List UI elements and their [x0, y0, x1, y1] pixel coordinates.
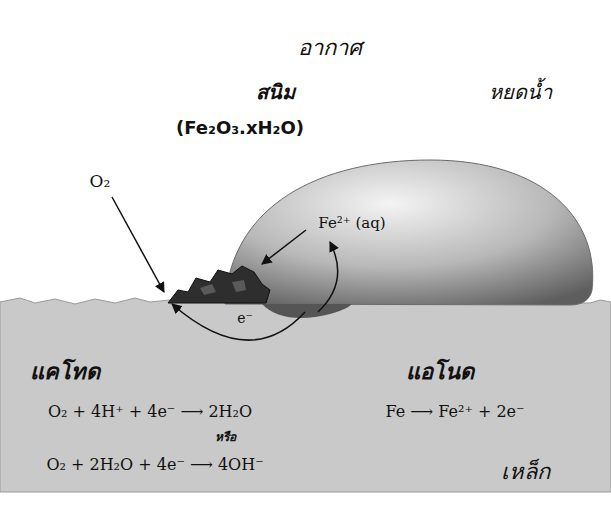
- ion-arrow: [318, 242, 338, 312]
- rust-pile: [168, 266, 270, 303]
- electrode-label: แอโนด: [406, 359, 474, 384]
- species-label: O₂: [90, 172, 111, 192]
- part-label: สนิม: [256, 81, 295, 104]
- water-droplet: [225, 160, 593, 305]
- material-label: เหล็ก: [501, 459, 550, 484]
- rust-grain: [200, 280, 246, 295]
- electrode-label: แคโทด: [30, 359, 100, 384]
- oxygen-arrow: [112, 197, 164, 292]
- species-label: e⁻: [237, 310, 253, 326]
- region-label: อากาศ: [298, 35, 362, 60]
- equation-label: O₂ + 4H⁺ + 4e⁻ ⟶ 2H₂O: [48, 403, 252, 421]
- electron-arrow: [172, 304, 305, 340]
- iron-block: [0, 298, 611, 492]
- ion-to-rust-arrow: [262, 230, 306, 264]
- equation-label: Fe ⟶ Fe²⁺ + 2e⁻: [385, 403, 524, 421]
- equation-label: O₂ + 2H₂O + 4e⁻ ⟶ 4OH⁻: [46, 456, 263, 474]
- connector-word: หรือ: [215, 431, 236, 445]
- droplet-pit: [262, 304, 352, 318]
- species-label: Fe²⁺ (aq): [318, 215, 385, 232]
- part-label: หยดน้ำ: [489, 81, 552, 104]
- formula-label: (Fe₂O₃.xH₂O): [176, 118, 304, 139]
